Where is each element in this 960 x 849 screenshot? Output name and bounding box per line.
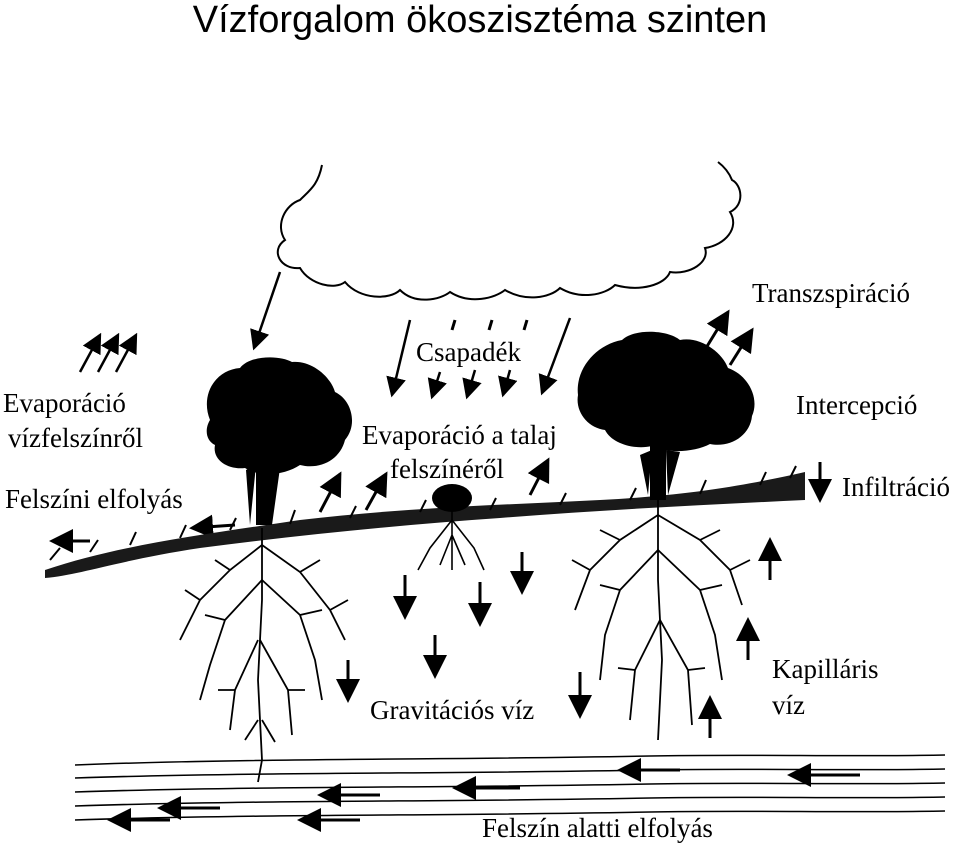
label-evaporation-soil-2: felszínéről bbox=[390, 454, 504, 484]
label-evaporation-water-2: vízfelszínről bbox=[8, 423, 143, 453]
label-interception: Intercepció bbox=[796, 390, 917, 420]
label-evaporation-soil-1: Evaporáció a talaj bbox=[362, 420, 557, 450]
subsurface-runoff-arrows bbox=[107, 758, 860, 832]
groundwater-lines bbox=[74, 754, 946, 821]
label-gravitational: Gravitációs víz bbox=[370, 695, 534, 725]
left-tree-roots bbox=[179, 528, 349, 783]
gravitational-arrows bbox=[336, 552, 592, 719]
right-tree-roots bbox=[571, 500, 751, 741]
label-evaporation-water-1: Evaporáció bbox=[3, 388, 126, 418]
page-title: Vízforgalom ökoszisztéma szinten bbox=[192, 0, 768, 41]
evaporation-water-arrows bbox=[78, 332, 138, 373]
cloud-icon bbox=[276, 161, 742, 301]
label-transpiration: Transzspiráció bbox=[752, 278, 910, 308]
surface-runoff-arrows bbox=[49, 514, 236, 553]
left-tree bbox=[206, 357, 353, 525]
label-precipitation: Csapadék bbox=[416, 337, 521, 367]
label-capillary-2: víz bbox=[772, 690, 805, 720]
transpiration-arrows bbox=[704, 309, 754, 366]
shrub bbox=[432, 484, 472, 512]
precipitation-arrows bbox=[250, 271, 572, 400]
precipitation-dashes bbox=[450, 319, 529, 331]
label-capillary-1: Kapilláris bbox=[772, 654, 878, 684]
label-subsurface-runoff: Felszín alatti elfolyás bbox=[482, 813, 713, 843]
ground-surface bbox=[45, 465, 805, 578]
right-tree bbox=[577, 331, 755, 500]
label-infiltration: Infiltráció bbox=[842, 472, 950, 502]
label-surface-runoff: Felszíni elfolyás bbox=[5, 484, 183, 514]
shrub-roots bbox=[417, 510, 485, 571]
evaporation-soil-arrows bbox=[318, 457, 550, 513]
capillary-arrows bbox=[698, 537, 782, 738]
